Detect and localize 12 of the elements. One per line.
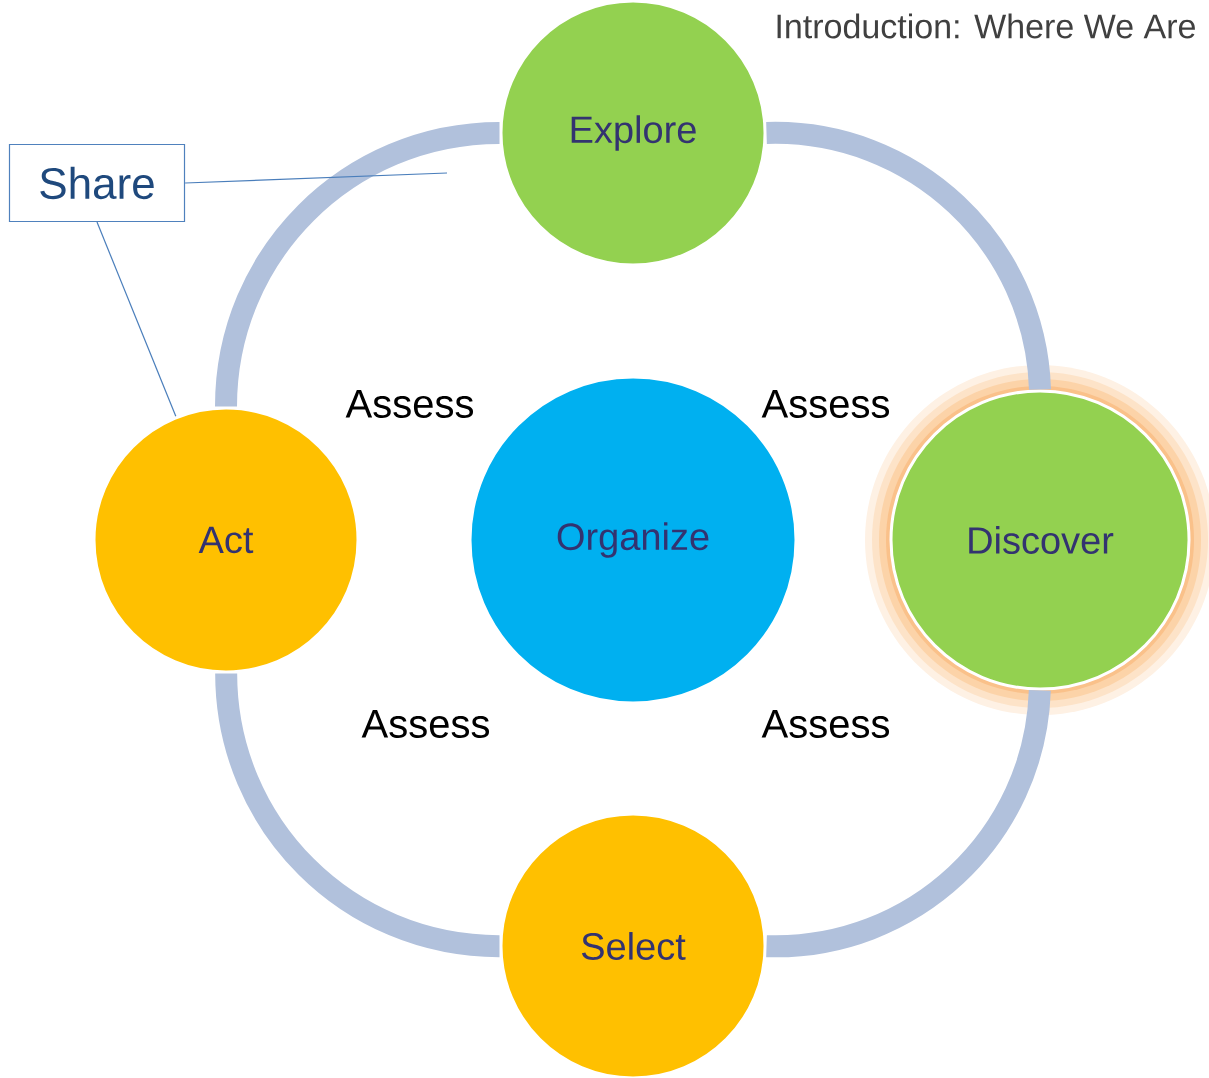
circle-node: Discover <box>889 389 1191 691</box>
assess-label: Assess <box>361 710 489 738</box>
leader-line <box>96 221 177 417</box>
ring-segment <box>215 122 501 408</box>
title: Introduction: Where We Are <box>777 13 1195 39</box>
leader-line <box>184 172 448 184</box>
assess-label: Assess <box>761 710 889 738</box>
text-box: Share <box>8 143 186 223</box>
ring-segment <box>766 689 1051 958</box>
circle-node: Select <box>499 812 767 1078</box>
ring-segment <box>215 672 501 958</box>
ring-segment <box>766 122 1051 391</box>
